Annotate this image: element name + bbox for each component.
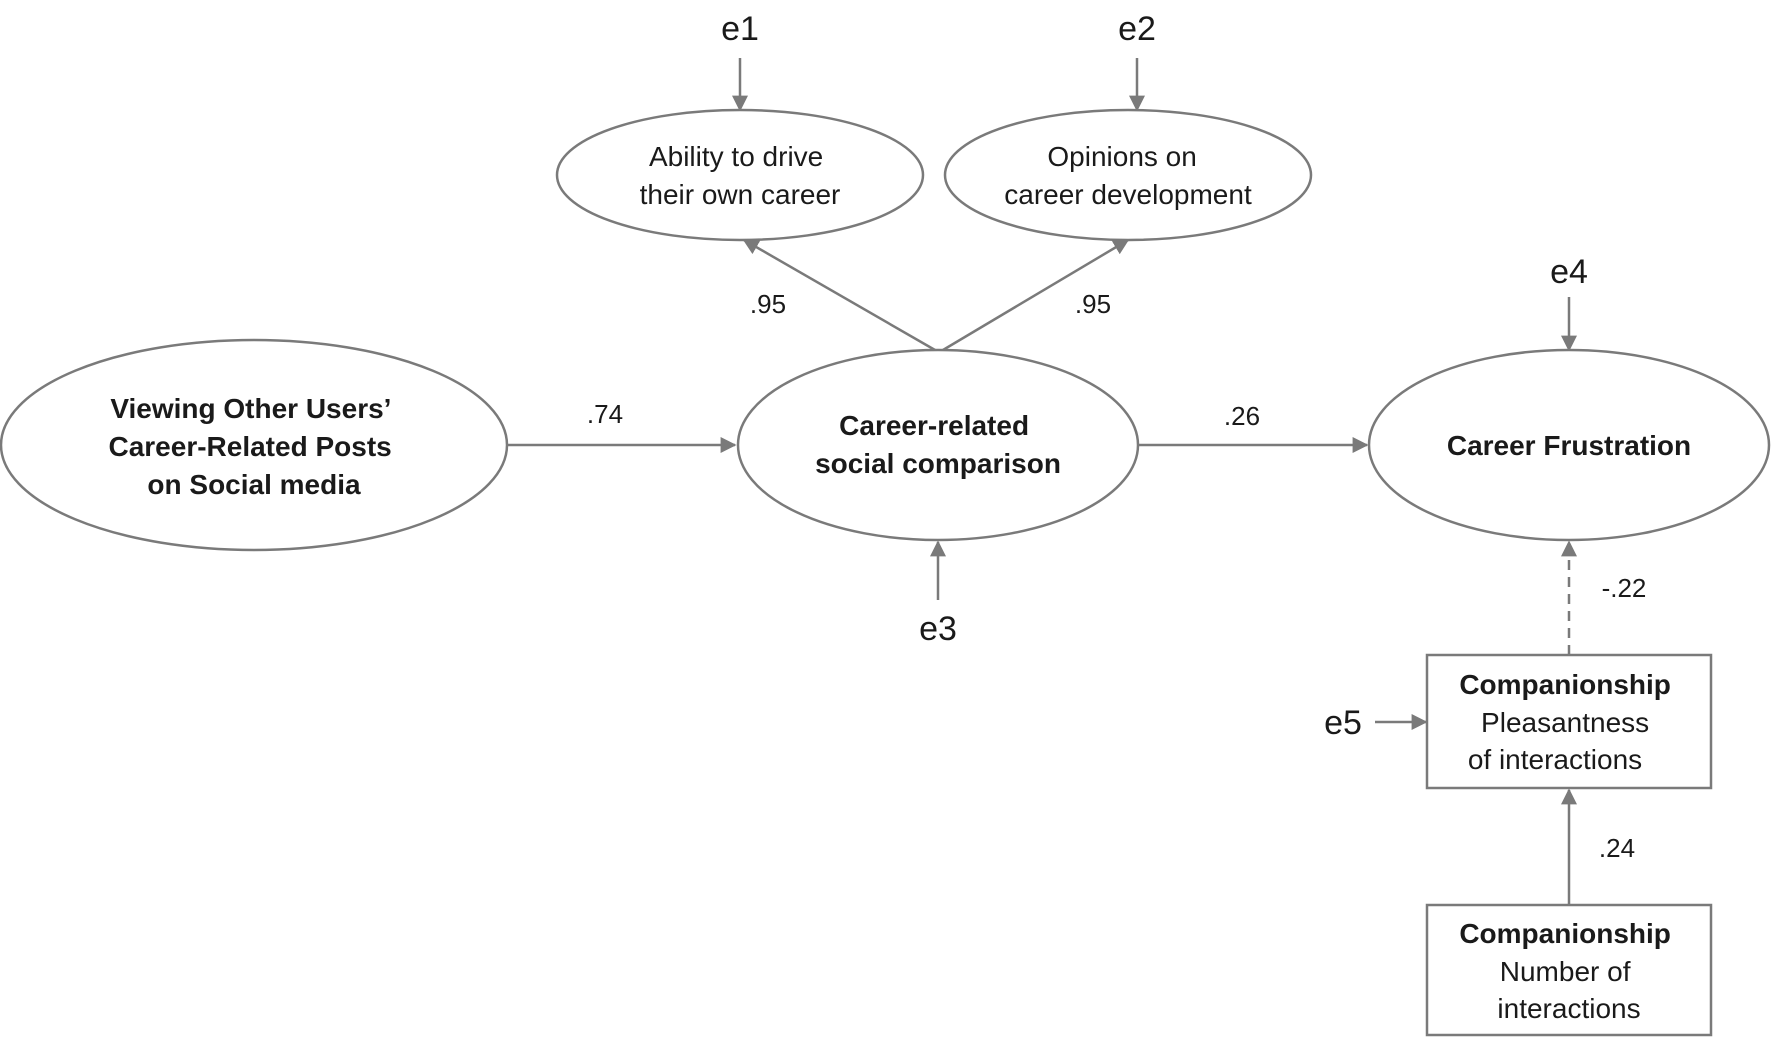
node-ability xyxy=(555,108,925,242)
error-e2: e2 xyxy=(1118,10,1156,48)
arrow-comparison-to-ability xyxy=(742,238,936,352)
error-e3: e3 xyxy=(919,610,957,648)
opinions-line-1: Opinions on xyxy=(1047,141,1196,172)
viewing-label: Viewing Other Users’ Career-Related Post… xyxy=(108,393,399,500)
coef-pleasantness-to-frustration: -.22 xyxy=(1602,573,1647,603)
ability-line-2: their own career xyxy=(640,179,841,210)
viewing-line-3: on Social media xyxy=(147,469,361,500)
pleasantness-line-2: of interactions xyxy=(1468,744,1642,775)
coef-number-to-pleasantness: .24 xyxy=(1599,833,1635,863)
error-e5: e5 xyxy=(1324,704,1362,742)
viewing-line-1: Viewing Other Users’ xyxy=(110,393,390,424)
node-viewing xyxy=(0,338,509,552)
pleasantness-title: Companionship xyxy=(1459,669,1671,700)
opinions-line-2: career development xyxy=(1004,179,1252,210)
arrow-comparison-to-opinions xyxy=(942,238,1130,352)
comparison-label: Career-related social comparison xyxy=(815,410,1061,479)
ability-line-1: Ability to drive xyxy=(649,141,823,172)
coef-ability: .95 xyxy=(750,289,786,319)
opinions-label: Opinions on career development xyxy=(1004,141,1252,210)
coef-viewing-to-comparison: .74 xyxy=(587,399,623,429)
error-e4: e4 xyxy=(1550,253,1588,291)
node-comparison xyxy=(736,348,1140,542)
frustration-label: Career Frustration xyxy=(1447,430,1691,461)
number-title: Companionship xyxy=(1459,918,1671,949)
node-opinions xyxy=(943,108,1313,242)
comparison-line-2: social comparison xyxy=(815,448,1061,479)
viewing-line-2: Career-Related Posts xyxy=(108,431,391,462)
error-e1: e1 xyxy=(721,10,759,48)
comparison-line-1: Career-related xyxy=(839,410,1029,441)
ability-label: Ability to drive their own career xyxy=(640,141,841,210)
coef-opinions: .95 xyxy=(1075,289,1111,319)
coef-comparison-to-frustration: .26 xyxy=(1224,401,1260,431)
number-line-2: interactions xyxy=(1497,993,1640,1024)
node-pleasantness xyxy=(1425,653,1713,790)
pleasantness-line-1: Pleasantness xyxy=(1481,707,1649,738)
pleasantness-label: Companionship Pleasantness of interactio… xyxy=(1459,669,1678,775)
node-frustration xyxy=(1367,348,1771,542)
number-line-1: Number of xyxy=(1500,956,1631,987)
number-label: Companionship Number of interactions xyxy=(1459,918,1678,1024)
node-number xyxy=(1425,903,1713,1037)
